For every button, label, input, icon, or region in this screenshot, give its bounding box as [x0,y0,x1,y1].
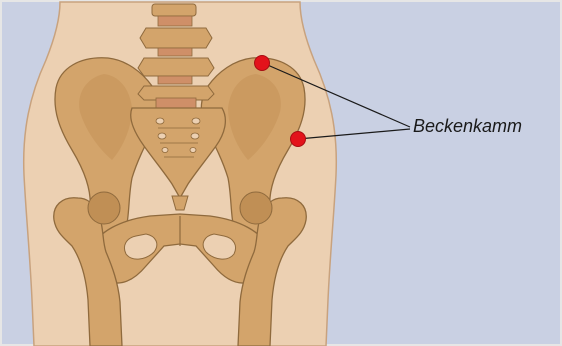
iliac-crest-marker-lower [291,132,306,147]
intervertebral-disc [156,98,196,108]
vertebra-body [138,58,214,76]
intervertebral-disc [158,16,192,26]
iliac-crest-label: Beckenkamm [413,116,522,137]
femoral-head-left [88,192,120,224]
femoral-head-right [240,192,272,224]
intervertebral-disc [158,76,192,84]
intervertebral-disc [158,48,192,56]
vertebra-body [140,28,212,48]
vertebra-body [152,4,196,16]
iliac-crest-marker-upper [255,56,270,71]
